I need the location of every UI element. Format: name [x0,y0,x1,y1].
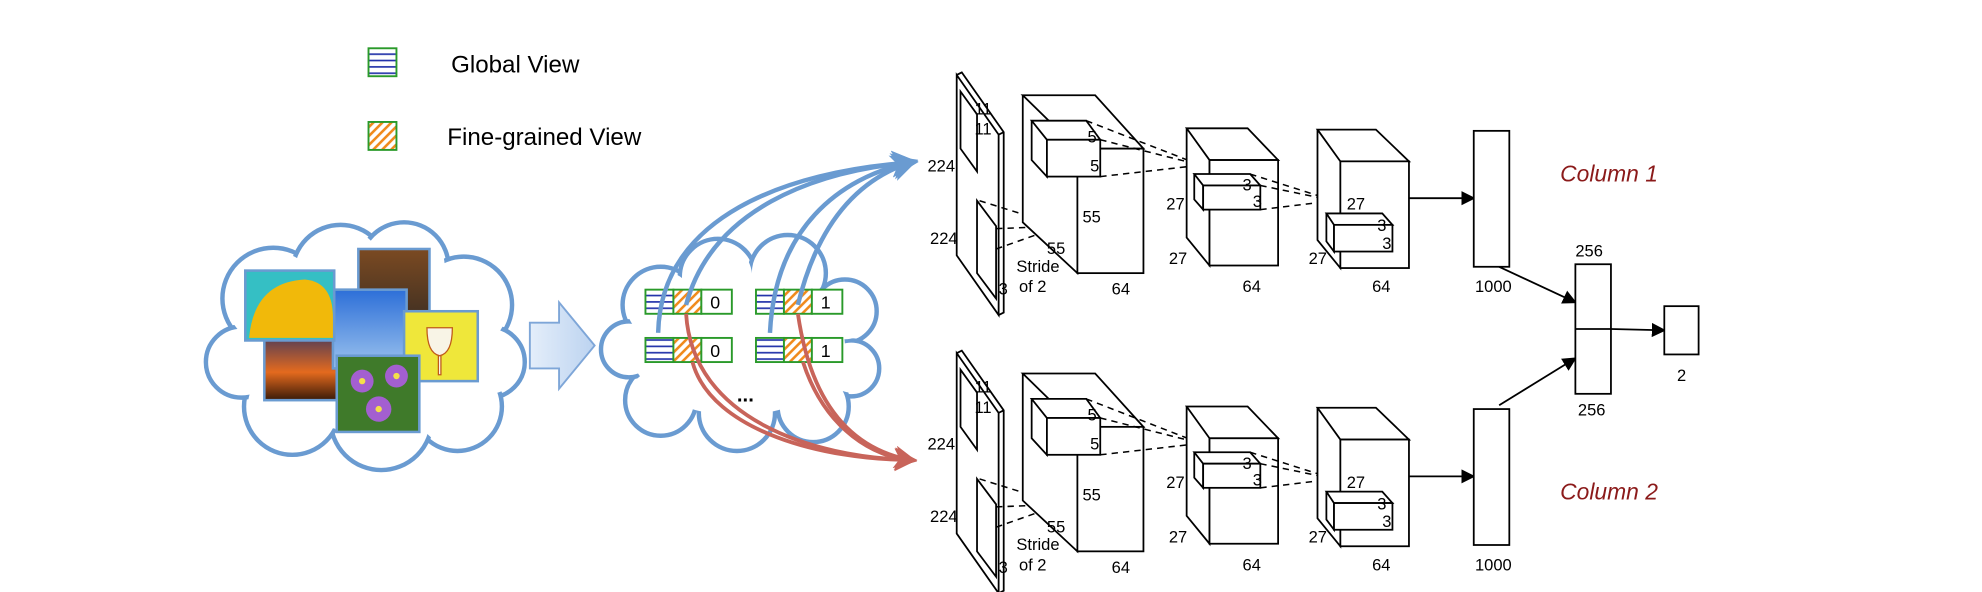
conv3-kernel-h-label: 3 [1377,217,1386,235]
column-label: Column 1 [1560,161,1658,187]
input-receptive-window [976,198,997,302]
input-channels-label: 3 [999,281,1008,299]
conv3-kernel-w-label: 3 [1382,235,1391,253]
conv2-depth-label: 64 [1243,278,1261,296]
pair-label: 1 [821,341,831,361]
pair-label: 1 [821,293,831,313]
global-view-box [755,336,785,364]
sunset-photo [263,329,340,402]
input-kernel-h-label: 11 [974,379,991,397]
fc-layer [1472,129,1511,268]
input-height-label: 224 [927,436,955,454]
global-view-box [644,336,675,364]
pair-label-box [810,288,844,315]
conv1-kernel-h-label: 5 [1088,128,1097,146]
conv3-depth-label: 64 [1372,278,1390,296]
conv3-w-label: 27 [1309,250,1327,268]
pair-label-box [810,336,844,364]
conv2-kernel-h-label: 3 [1243,177,1252,195]
projection-lines [1086,398,1201,456]
global-view-arrows [655,150,919,333]
global-view-swatch-icon [367,47,398,78]
output-layer [1663,305,1700,356]
stride-label: of 2 [1019,278,1047,296]
column-label: Column 2 [1560,478,1658,504]
merged-top-label: 256 [1575,243,1603,261]
ellipsis: ... [737,384,754,406]
transform-arrow-icon [528,299,596,392]
conv1-w-label: 55 [1047,240,1065,258]
conv1-kernel-w-label: 5 [1090,436,1099,454]
conv2-kernel-w-label: 3 [1253,471,1262,489]
pair-label-box [700,336,733,364]
flowers-photo [335,354,421,434]
fc-layer [1472,408,1511,546]
input-plate-edge [956,71,1005,316]
conv1-kernel-w-label: 5 [1090,158,1099,176]
conv2-kernel-front [1202,184,1262,211]
conv2-depth-label: 64 [1243,556,1261,574]
view-pair: 0 [644,336,733,364]
fc-label: 1000 [1475,556,1512,574]
merge-head: 256 256 2 [1498,243,1700,419]
stride-label: Stride [1016,258,1059,276]
input-kernel-h-label: 11 [974,100,991,118]
input-image-plate [955,350,1000,592]
conv3-kernel-front [1333,502,1394,531]
conv2-w-label: 27 [1169,528,1187,546]
conv1-depth-label: 64 [1112,559,1130,577]
conv3-kernel-h-label: 3 [1377,495,1386,513]
projection-lines [1086,119,1201,178]
conv1-kernel-front [1046,138,1102,178]
conv1-w-label: 55 [1047,518,1065,536]
conv2-h-label: 27 [1166,196,1184,214]
conv3-kernel-w-label: 3 [1382,513,1391,531]
pair-label: 0 [710,293,720,313]
input-kernel-w-label: 11 [974,399,991,417]
input-kernel-window [959,366,978,453]
conv2-w-label: 27 [1169,250,1187,268]
legend-global-view-label: Global View [451,51,580,78]
conv2-kernel-w-label: 3 [1253,193,1262,211]
lemon-photo [244,269,336,342]
stride-label: of 2 [1019,556,1047,574]
stride-label: Stride [1016,536,1059,554]
input-channels-label: 3 [999,559,1008,577]
conv3-h-label: 27 [1347,474,1365,492]
legend: Global View Fine-grained View [367,47,642,151]
fine-grained-view-swatch-icon [367,121,398,151]
input-width-label: 224 [930,230,958,248]
input-kernel-window [959,88,978,175]
conv2-kernel-front [1202,462,1262,489]
input-width-label: 224 [930,508,958,526]
pair-label-box [700,288,733,315]
conv1-kernel-front [1046,417,1102,456]
conv1-h-label: 55 [1082,208,1100,226]
conv1-depth-label: 64 [1112,281,1130,299]
input-height-label: 224 [927,158,955,176]
conv2-h-label: 27 [1166,474,1184,492]
input-kernel-w-label: 11 [974,121,991,139]
fc-label: 1000 [1475,278,1512,296]
conv1-kernel-h-label: 5 [1088,406,1097,424]
legend-fine-grained-view-label: Fine-grained View [447,124,642,151]
view-pair: 1 [755,336,844,364]
conv2-kernel-h-label: 3 [1243,455,1252,473]
conv3-w-label: 27 [1309,528,1327,546]
image-collection-cloud [203,220,527,473]
conv1-h-label: 55 [1082,487,1100,505]
output-label: 2 [1677,367,1686,385]
input-receptive-window [976,476,997,580]
merged-bottom-label: 256 [1578,401,1606,419]
pair-label: 0 [710,341,720,361]
conv3-kernel-front [1333,223,1394,253]
conv3-depth-label: 64 [1372,556,1390,574]
conv3-h-label: 27 [1347,196,1365,214]
fine-grained-view-arrows [684,313,918,472]
